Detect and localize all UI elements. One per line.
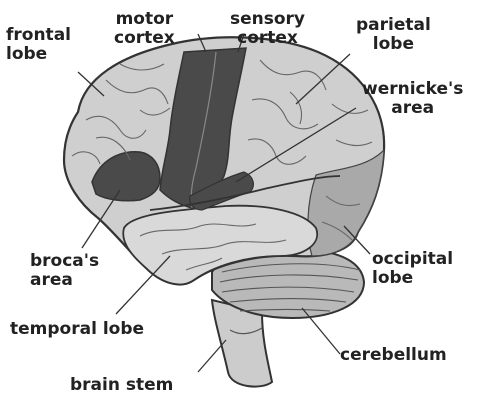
leader-brain-stem bbox=[198, 340, 226, 372]
label-motor-cortex: motor cortex bbox=[114, 10, 175, 48]
label-brain-stem: brain stem bbox=[70, 376, 173, 395]
label-cerebellum: cerebellum bbox=[340, 346, 447, 365]
label-wernickes-area: wernicke's area bbox=[362, 80, 463, 118]
label-occipital-lobe: occipital lobe bbox=[372, 250, 453, 288]
label-sensory-cortex: sensory cortex bbox=[230, 10, 305, 48]
label-parietal-lobe: parietal lobe bbox=[356, 16, 431, 54]
label-frontal-lobe: frontal lobe bbox=[6, 26, 71, 64]
label-brocas-area: broca's area bbox=[30, 252, 99, 290]
label-temporal-lobe: temporal lobe bbox=[10, 320, 144, 339]
